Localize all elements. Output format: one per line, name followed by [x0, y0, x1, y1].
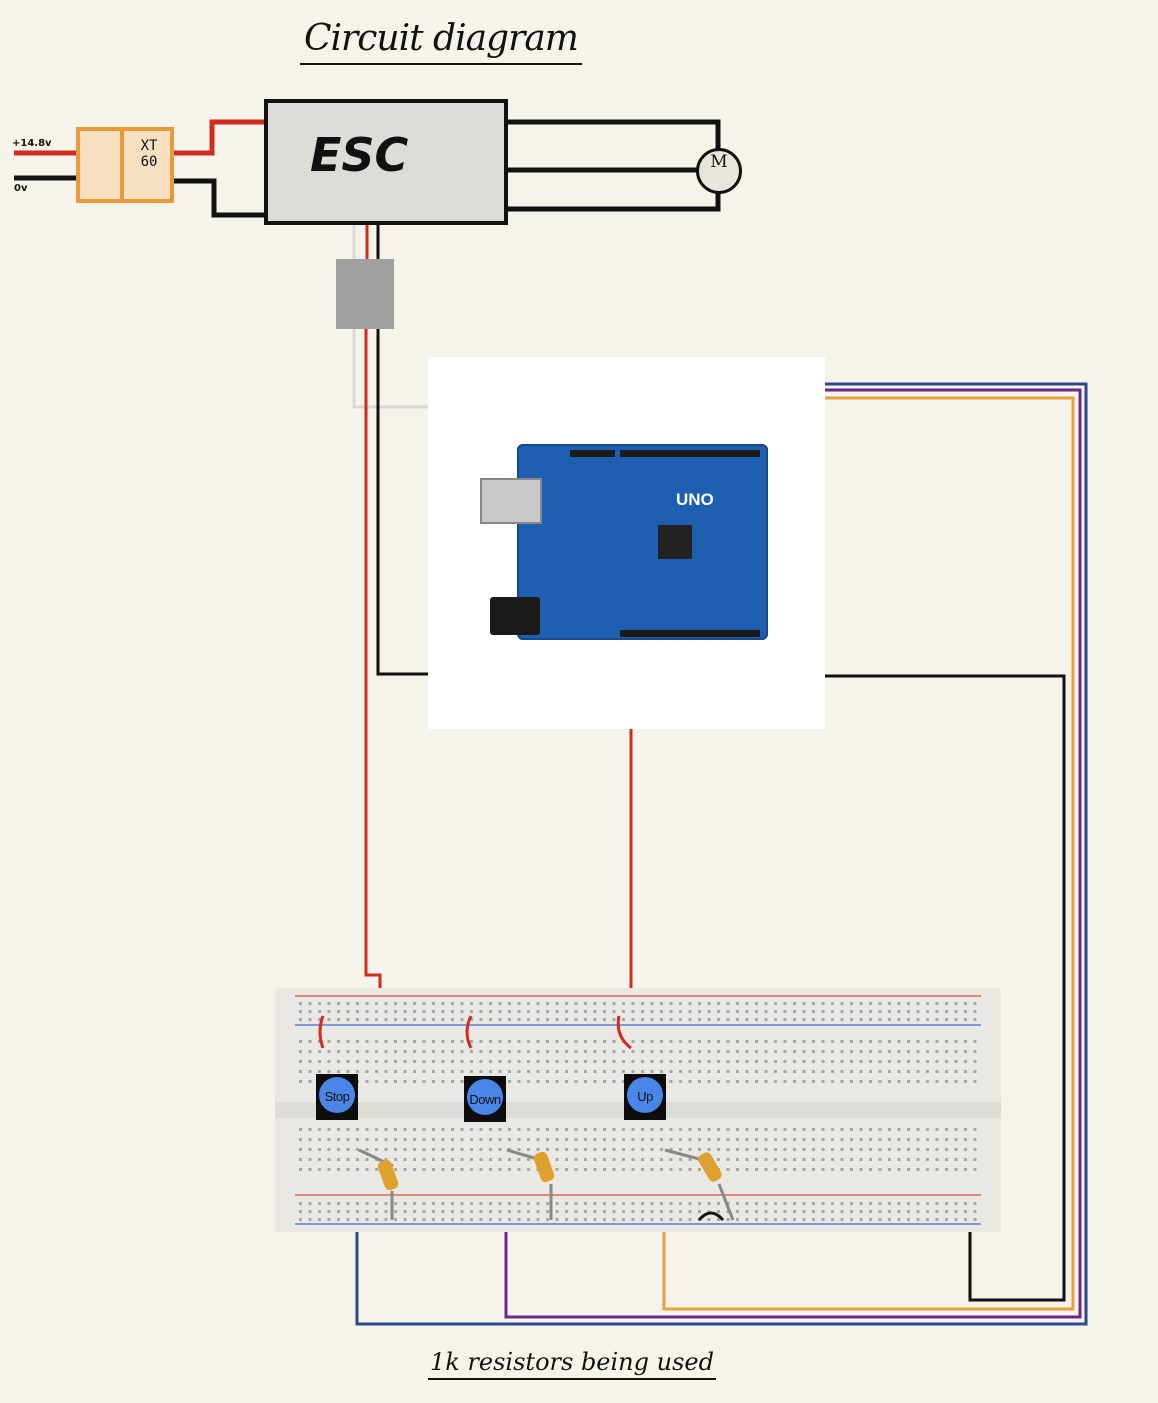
resistor-note: 1k resistors being used [428, 1348, 716, 1380]
power-analog-header [620, 630, 760, 637]
esc-label: ESC [310, 128, 409, 182]
xt60-esc-positive-wire [172, 119, 268, 156]
diagram-title: Circuit diagram [300, 18, 582, 65]
xt60-label: XT 60 [140, 138, 158, 170]
stop-button [316, 1074, 358, 1120]
up-button [624, 1074, 666, 1120]
motor-icon [696, 148, 742, 194]
battery-positive-label: +14.8v [12, 138, 52, 149]
usb-port-icon [480, 478, 542, 524]
esc-signal-connector [336, 259, 394, 329]
power-jack-icon [490, 597, 540, 635]
xt60-esc-ground-wire [172, 178, 268, 218]
up-button-label: Up [637, 1089, 653, 1104]
arduino-uno-board [517, 444, 768, 640]
board-label: UNO [676, 490, 714, 509]
motor-wire-c [508, 192, 721, 212]
resistor-2 [506, 1148, 555, 1220]
down-button-label: Down [469, 1092, 501, 1107]
resistor-3 [664, 1148, 735, 1221]
xt60-connector [76, 127, 174, 203]
battery-ground-label: 0v [14, 183, 28, 194]
resistor-1 [358, 1148, 399, 1220]
esc-box [264, 99, 508, 225]
motor-wire-a [508, 119, 721, 150]
microcontroller-chip-icon [658, 525, 692, 559]
digital-header [620, 450, 760, 457]
down-button [464, 1076, 506, 1122]
motor-label: M [710, 152, 728, 172]
stop-button-label: Stop [324, 1089, 350, 1104]
